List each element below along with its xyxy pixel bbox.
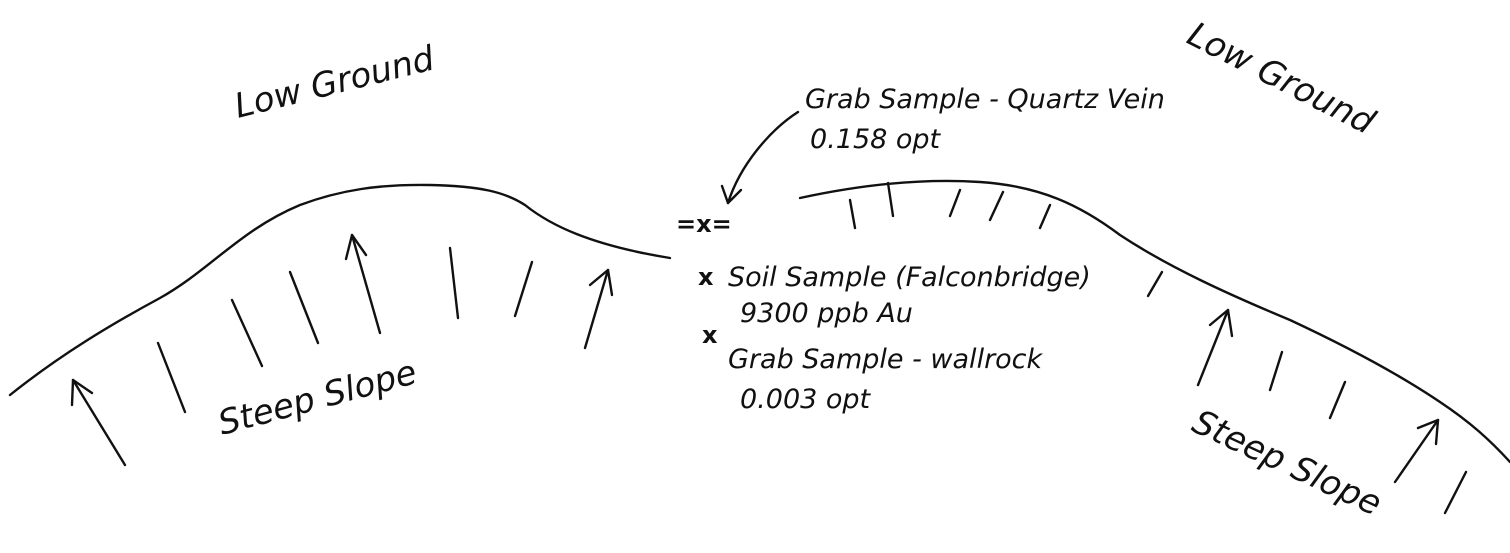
steep-slope-left-label: Steep Slope <box>214 352 421 443</box>
left-hill-profile <box>8 183 672 397</box>
steep-slope-right-label: Steep Slope <box>1186 402 1387 524</box>
right-slope-arrows <box>1196 308 1440 484</box>
grab-quartz-value: 0.158 opt <box>810 124 942 155</box>
soil-sample-marker: x <box>698 263 714 291</box>
right-slope-ticks <box>848 181 1468 515</box>
wallrock-sample-title: Grab Sample - wallrock <box>728 344 1044 375</box>
vein-sample-marker: =x= <box>676 210 732 238</box>
left-slope-ticks <box>156 246 534 414</box>
right-hill-profile <box>798 179 1510 464</box>
grab-quartz-title: Grab Sample - Quartz Vein <box>805 84 1165 115</box>
soil-sample-title: Soil Sample (Falconbridge) <box>728 262 1091 293</box>
low-ground-right-label: Low Ground <box>1181 14 1381 143</box>
wallrock-sample-value: 0.003 opt <box>740 384 872 415</box>
left-slope-arrows <box>70 233 614 467</box>
soil-sample-value: 9300 ppb Au <box>740 298 913 329</box>
low-ground-left-label: Low Ground <box>231 38 439 126</box>
wallrock-sample-marker: x <box>702 321 718 349</box>
leader-arrow <box>720 110 800 205</box>
